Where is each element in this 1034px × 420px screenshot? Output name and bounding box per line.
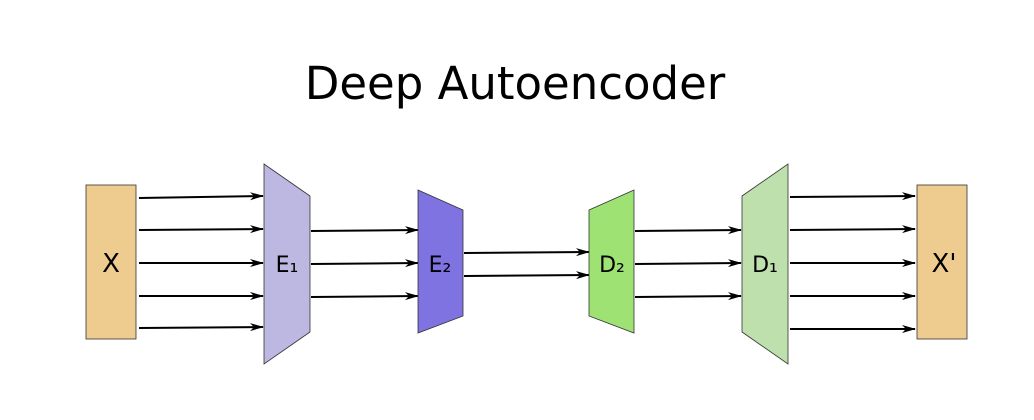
diagram-title: Deep Autoencoder: [305, 57, 726, 110]
arrows-d2-to-d1: [634, 226, 742, 301]
output-box: [916, 184, 968, 340]
encoder-label-e1: E₁: [276, 253, 299, 278]
input-box: [85, 184, 137, 340]
input-label: X: [102, 249, 120, 279]
encoder-block-e2: [417, 189, 464, 334]
arrow: [138, 323, 264, 332]
output-label: X': [932, 249, 957, 279]
arrow: [138, 225, 264, 234]
arrow: [463, 248, 590, 257]
arrow: [789, 192, 916, 201]
encoder-label-e2: E₂: [429, 253, 452, 278]
arrow: [634, 259, 742, 268]
arrows-input-to-e1: [138, 192, 264, 332]
arrow: [634, 226, 742, 235]
encoder-block-e1: [263, 163, 311, 365]
decoder-block-d1: [741, 163, 789, 365]
arrow: [310, 292, 419, 301]
arrow: [138, 192, 264, 201]
arrow: [789, 225, 916, 234]
decoder-block-d2: [588, 189, 635, 334]
arrow: [463, 271, 590, 280]
arrow: [310, 259, 419, 268]
arrows-d1-to-output: [789, 192, 916, 333]
arrow: [310, 226, 419, 235]
decoder-label-d1: D₁: [752, 253, 778, 278]
arrows-e1-to-e2: [310, 226, 419, 301]
arrow: [634, 292, 742, 301]
decoder-label-d2: D₂: [599, 253, 625, 278]
arrows-e2-to-d2: [463, 248, 590, 280]
